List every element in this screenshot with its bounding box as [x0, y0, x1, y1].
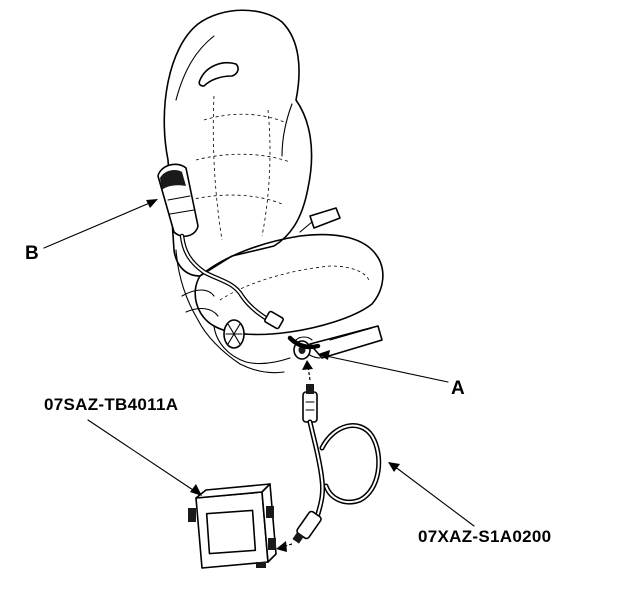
seat-rail — [309, 325, 383, 359]
leader-tool — [87, 419, 197, 493]
seatback — [163, 9, 313, 277]
headrest-slot — [198, 62, 239, 87]
leader-cable — [393, 465, 475, 527]
airbag-harness — [179, 233, 321, 350]
cable-plug-a — [302, 391, 318, 423]
connect-arrow-seat — [302, 360, 313, 370]
tool-display-window — [205, 509, 257, 555]
callout-label-b: B — [25, 243, 39, 264]
tool-cable — [292, 384, 382, 544]
leader-lines — [43, 199, 475, 552]
leader-b — [43, 201, 153, 249]
callout-label-a: A — [451, 378, 465, 399]
simulator-tool-box — [188, 483, 277, 569]
callout-label-cable-part-number: 07XAZ-S1A0200 — [418, 527, 552, 546]
connect-arrow-tool — [276, 541, 287, 552]
side-airbag-module-b — [157, 163, 199, 238]
seat-belt-buckle — [309, 207, 341, 229]
seat-drawing — [163, 9, 384, 374]
seat-cushion — [194, 233, 384, 336]
callout-label-tool-part-number: 07SAZ-TB4011A — [44, 395, 179, 414]
leader-a — [325, 355, 449, 383]
